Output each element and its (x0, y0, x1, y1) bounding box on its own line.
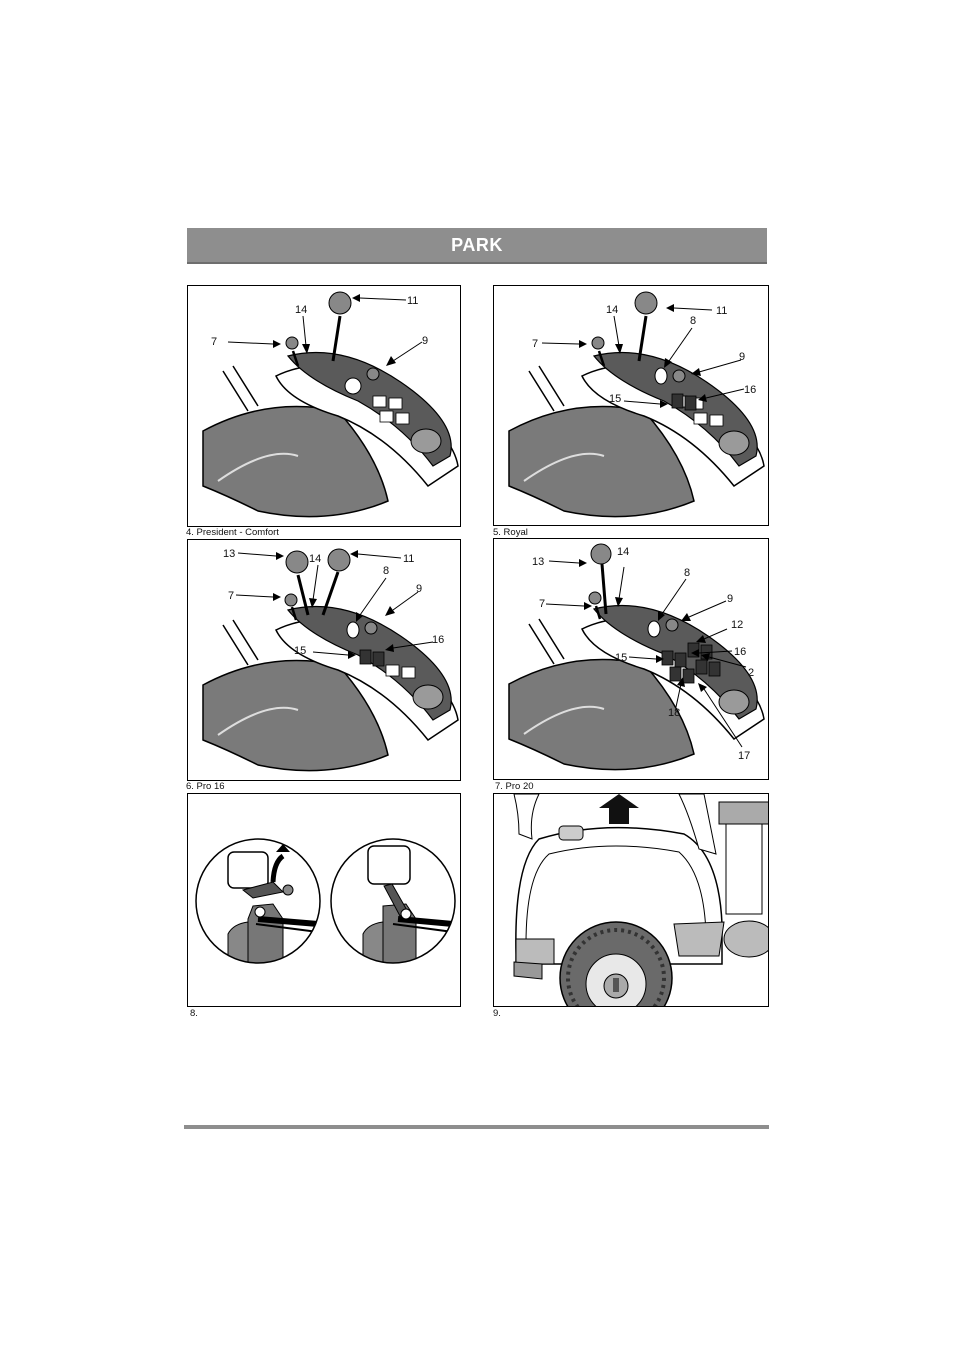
callout-label: 8 (684, 567, 690, 579)
callout-label: 7 (228, 590, 234, 602)
callout-label: 12 (731, 619, 743, 631)
figure-4-panel: 11 14 7 9 (187, 285, 461, 527)
figure-9-caption: 9. (493, 1008, 501, 1019)
section-title: PARK (451, 235, 503, 255)
figure-6-panel: 13 14 11 8 7 9 16 15 (187, 539, 461, 781)
callout-label: 11 (407, 295, 418, 307)
callout-label: 11 (716, 305, 727, 317)
callout-label: 17 (738, 750, 750, 762)
callout-label: 8 (383, 565, 389, 577)
figure-7-illustration: 13 14 8 7 9 12 16 15 2 18 17 (508, 543, 765, 771)
figure-9-illustration (513, 794, 768, 1006)
callout-label: 7 (539, 598, 545, 610)
callout-label: 9 (727, 593, 733, 605)
figure-8-caption: 8. (190, 1008, 198, 1019)
callout-label: 14 (309, 553, 321, 565)
callout-label: 9 (422, 335, 428, 347)
figure-4-illustration: 11 14 7 9 (202, 291, 459, 518)
callout-label: 13 (223, 548, 235, 560)
callout-label: 9 (416, 583, 422, 595)
callout-label: 9 (739, 351, 745, 363)
figure-5-panel: 14 11 8 7 9 16 15 (493, 285, 769, 526)
callout-label: 15 (609, 393, 621, 405)
callout-label: 16 (432, 634, 444, 646)
figure-9-panel (493, 793, 769, 1007)
figure-6-illustration: 13 14 11 8 7 9 16 15 (202, 548, 459, 772)
figure-5-caption: 5. Royal (493, 527, 528, 538)
figure-8-panel (187, 793, 461, 1007)
callout-label: 18 (668, 707, 680, 719)
figure-5-illustration: 14 11 8 7 9 16 15 (508, 291, 765, 518)
figure-4-caption: 4. President - Comfort (186, 527, 279, 538)
callout-label: 16 (744, 384, 756, 396)
footer-rule (184, 1125, 769, 1129)
callout-label: 16 (734, 646, 746, 658)
figure-7-caption: 7. Pro 20 (495, 781, 534, 792)
callout-label: 2 (748, 667, 754, 679)
section-header-banner: PARK (187, 228, 767, 264)
figure-8-illustration (195, 838, 456, 964)
callout-label: 15 (615, 652, 627, 664)
callout-label: 11 (403, 553, 414, 565)
callout-label: 7 (532, 338, 538, 350)
callout-label: 14 (295, 304, 307, 316)
callout-label: 7 (211, 336, 217, 348)
figure-6-caption: 6. Pro 16 (186, 781, 225, 792)
callout-label: 15 (294, 645, 306, 657)
callout-label: 8 (690, 315, 696, 327)
callout-label: 14 (606, 304, 618, 316)
callout-label: 13 (532, 556, 544, 568)
callout-label: 14 (617, 546, 629, 558)
figure-7-panel: 13 14 8 7 9 12 16 15 2 18 17 (493, 538, 769, 780)
